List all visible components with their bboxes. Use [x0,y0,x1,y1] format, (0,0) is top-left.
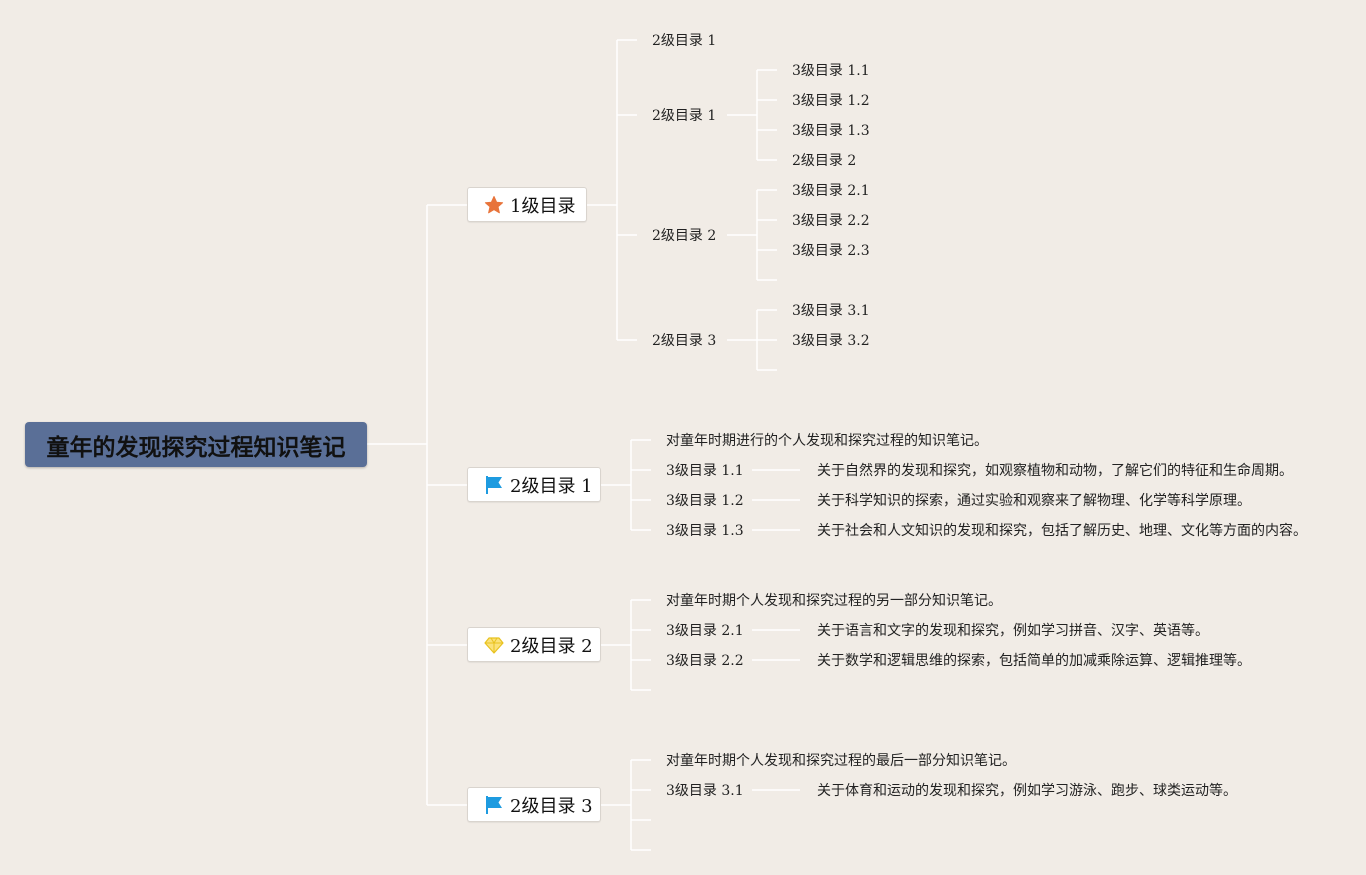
summary-text[interactable]: 对童年时期进行的个人发现和探究过程的知识笔记。 [666,433,988,449]
subtopic[interactable]: 3级目录 3.1 [666,783,744,799]
topic-label: 2级目录 1 [510,475,593,497]
subtopic[interactable]: 2级目录 1 [652,33,717,49]
topic-label: 1级目录 [510,195,576,217]
topic-2[interactable]: 2级目录 1 [467,467,601,502]
summary-text[interactable]: 对童年时期个人发现和探究过程的最后一部分知识笔记。 [666,753,1016,769]
flag-icon [484,795,504,815]
subtopic-leaf[interactable]: 3级目录 3.1 [792,303,870,319]
topic-1[interactable]: 1级目录 [467,187,587,222]
subtopic[interactable]: 3级目录 2.1 [666,623,744,639]
subtopic[interactable]: 2级目录 1 [652,108,717,124]
note-text[interactable]: 关于自然界的发现和探究，如观察植物和动物，了解它们的特征和生命周期。 [817,463,1293,479]
subtopic[interactable]: 3级目录 2.2 [666,653,744,669]
subtopic[interactable]: 3级目录 1.3 [666,523,744,539]
subtopic-leaf[interactable]: 3级目录 2.2 [792,213,870,229]
subtopic-leaf[interactable]: 3级目录 2.3 [792,243,870,259]
subtopic-leaf[interactable]: 3级目录 1.3 [792,123,870,139]
topic-label: 2级目录 2 [510,635,593,657]
subtopic[interactable]: 3级目录 1.1 [666,463,744,479]
flag-icon [484,475,504,495]
topic-3[interactable]: 2级目录 2 [467,627,601,662]
subtopic-leaf[interactable]: 3级目录 1.1 [792,63,870,79]
subtopic[interactable]: 2级目录 2 [652,228,717,244]
note-text[interactable]: 关于语言和文字的发现和探究，例如学习拼音、汉字、英语等。 [817,623,1209,639]
root-topic[interactable]: 童年的发现探究过程知识笔记 [25,422,367,467]
subtopic-leaf[interactable]: 3级目录 3.2 [792,333,870,349]
note-text[interactable]: 关于科学知识的探索，通过实验和观察来了解物理、化学等科学原理。 [817,493,1251,509]
topic-label: 2级目录 3 [510,795,593,817]
subtopic[interactable]: 3级目录 1.2 [666,493,744,509]
topic-4[interactable]: 2级目录 3 [467,787,601,822]
diamond-icon [484,635,504,655]
subtopic-leaf[interactable]: 3级目录 2.1 [792,183,870,199]
subtopic-leaf[interactable]: 3级目录 1.2 [792,93,870,109]
note-text[interactable]: 关于数学和逻辑思维的探索，包括简单的加减乘除运算、逻辑推理等。 [817,653,1251,669]
note-text[interactable]: 关于社会和人文知识的发现和探究，包括了解历史、地理、文化等方面的内容。 [817,523,1307,539]
star-icon [484,195,504,215]
subtopic[interactable]: 2级目录 3 [652,333,717,349]
subtopic-leaf[interactable]: 2级目录 2 [792,153,857,169]
summary-text[interactable]: 对童年时期个人发现和探究过程的另一部分知识笔记。 [666,593,1002,609]
note-text[interactable]: 关于体育和运动的发现和探究，例如学习游泳、跑步、球类运动等。 [817,783,1237,799]
